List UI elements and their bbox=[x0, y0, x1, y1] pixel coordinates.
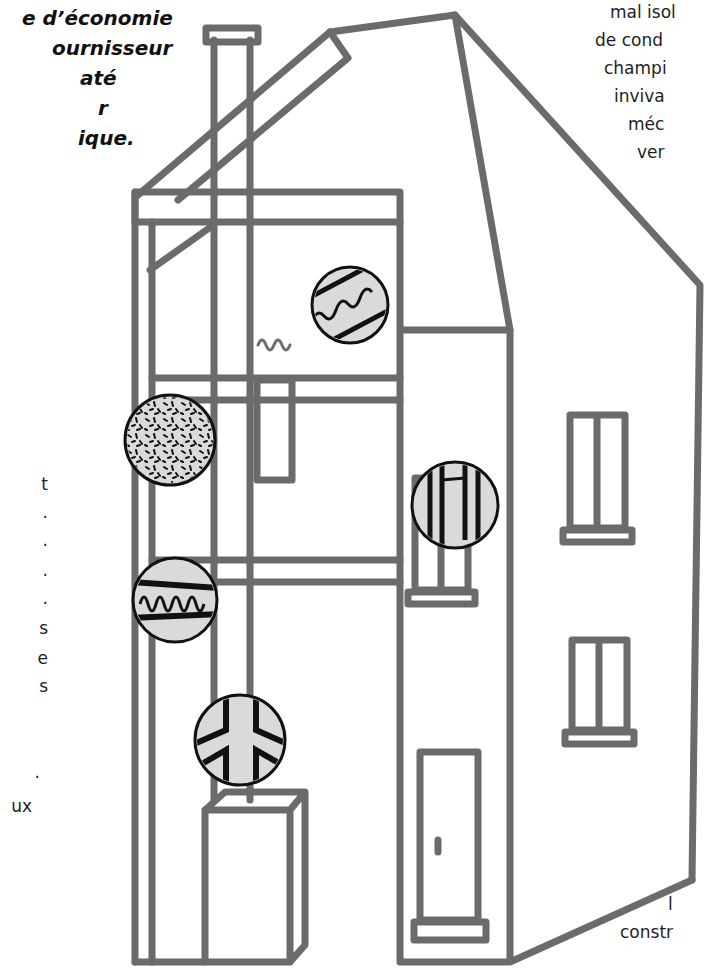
floor-insulation-detail bbox=[130, 582, 220, 618]
window-sill bbox=[408, 592, 475, 604]
window-sill bbox=[565, 732, 634, 744]
chimney-pipe bbox=[214, 40, 250, 800]
text-fragment: constr bbox=[620, 922, 673, 942]
heading-fragment: e d’économie bbox=[22, 6, 173, 30]
text-fragment: . bbox=[43, 588, 48, 608]
text-fragment: champi bbox=[604, 58, 667, 78]
circle-fill bbox=[133, 558, 217, 642]
roof-gable bbox=[330, 15, 700, 880]
window bbox=[570, 415, 625, 528]
text-fragment: mal isol bbox=[610, 2, 676, 22]
heading-fragment: ournisseur bbox=[52, 36, 172, 60]
detail-circle bbox=[305, 255, 395, 352]
text-fragment: . bbox=[43, 502, 48, 522]
chimney-floor-detail bbox=[192, 690, 290, 790]
heading-fragment: r bbox=[98, 96, 108, 120]
circle-outline bbox=[125, 395, 215, 485]
stove-box bbox=[205, 792, 305, 962]
circle-fill bbox=[412, 462, 498, 548]
window bbox=[572, 640, 627, 730]
duct bbox=[257, 380, 292, 480]
circle-outline bbox=[195, 695, 285, 785]
top-beam bbox=[135, 192, 400, 222]
text-fragment: s bbox=[39, 676, 48, 696]
text-fragment: . bbox=[43, 560, 48, 580]
window-sill bbox=[563, 530, 632, 542]
squiggle bbox=[258, 340, 290, 350]
text-fragment: ver bbox=[637, 142, 665, 162]
heading-fragment: até bbox=[80, 66, 117, 90]
circle-outline bbox=[412, 462, 498, 548]
window-frame-detail bbox=[430, 462, 478, 552]
detail-circle bbox=[412, 462, 498, 552]
text-fragment: inviva bbox=[614, 86, 665, 106]
gable-edge bbox=[455, 15, 510, 330]
circle-outline bbox=[312, 267, 388, 343]
text-fragment: t bbox=[41, 474, 48, 494]
wall-insulation-detail bbox=[305, 255, 395, 352]
detail-circle bbox=[192, 690, 290, 790]
house-frame bbox=[135, 15, 700, 962]
loose-fill-detail bbox=[120, 390, 220, 490]
text-fragment: de cond bbox=[595, 30, 663, 50]
detail-circle bbox=[120, 390, 220, 490]
text-fragment: . bbox=[43, 530, 48, 550]
house-walls bbox=[400, 222, 692, 962]
door bbox=[420, 752, 478, 920]
text-fragment: s bbox=[39, 618, 48, 638]
circle-outline bbox=[133, 558, 217, 642]
text-fragment: e bbox=[38, 648, 48, 668]
text-fragment: méc bbox=[628, 114, 664, 134]
detail-circle bbox=[130, 558, 220, 642]
text-fragment: . bbox=[35, 762, 40, 782]
brace bbox=[150, 226, 212, 270]
text-fragment: ux bbox=[11, 796, 32, 816]
chimney-cap bbox=[206, 28, 258, 42]
text-fragment: l bbox=[668, 894, 673, 914]
heading-fragment: ique. bbox=[78, 126, 135, 150]
door-step bbox=[414, 922, 486, 940]
base-line bbox=[135, 959, 205, 966]
